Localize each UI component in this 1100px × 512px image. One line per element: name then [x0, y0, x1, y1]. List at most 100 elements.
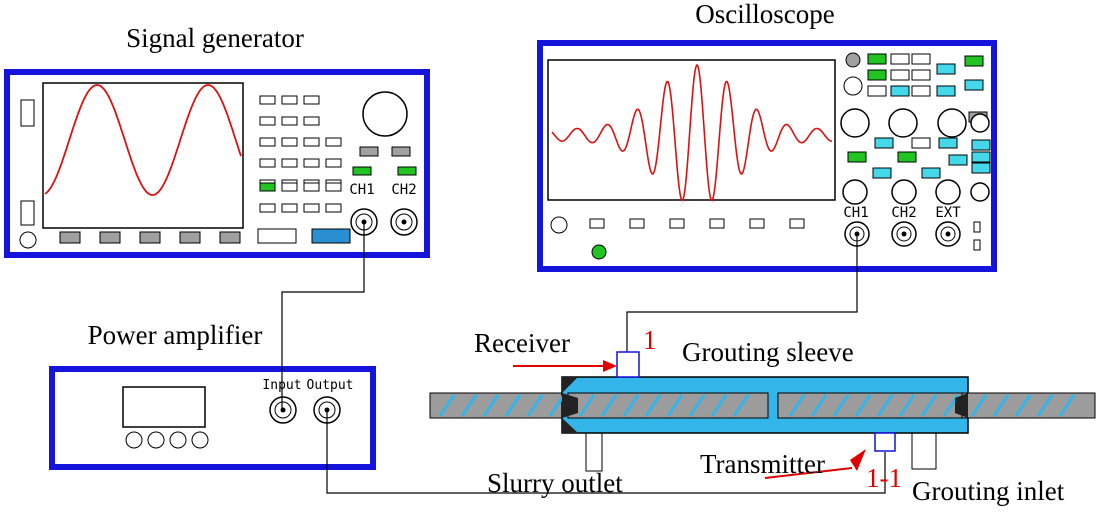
keypad-key[interactable] — [391, 146, 411, 157]
keypad-key[interactable] — [303, 158, 320, 168]
keypad-key[interactable] — [325, 158, 342, 168]
keypad-key[interactable] — [281, 203, 298, 213]
oscilloscope-key[interactable] — [874, 137, 894, 149]
keypad-key[interactable] — [303, 182, 320, 192]
keypad-key[interactable] — [325, 182, 342, 192]
oscilloscope-key[interactable] — [921, 167, 941, 179]
keypad-key[interactable] — [325, 203, 342, 213]
power-amplifier-button[interactable] — [147, 431, 165, 449]
rotary-knob-icon[interactable] — [840, 108, 870, 138]
power-amplifier-button[interactable] — [191, 431, 209, 449]
signal-generator-side-key[interactable] — [20, 200, 35, 226]
keypad-key[interactable] — [281, 116, 298, 126]
oscilloscope-soft-keys — [589, 218, 805, 229]
oscilloscope-key[interactable] — [936, 85, 956, 97]
oscilloscope-key[interactable] — [964, 55, 984, 67]
oscilloscope-key[interactable] — [867, 53, 887, 65]
oscilloscope-small-switch[interactable] — [973, 221, 981, 233]
oscilloscope-key[interactable] — [948, 154, 968, 166]
keypad-key[interactable] — [303, 95, 320, 105]
signal-generator: CH1 CH2 — [4, 69, 430, 258]
oscilloscope-key[interactable] — [867, 85, 887, 97]
receiver-label: Receiver — [474, 328, 570, 358]
rotary-knob-icon[interactable] — [888, 108, 918, 138]
oscilloscope-key[interactable] — [897, 151, 917, 163]
rebar-rib — [460, 394, 478, 417]
keypad-key[interactable] — [259, 137, 276, 147]
signal-generator-soft-key[interactable] — [99, 231, 121, 244]
keypad-key[interactable] — [281, 95, 298, 105]
keypad-key[interactable] — [359, 146, 379, 157]
oscilloscope-key[interactable] — [867, 69, 887, 81]
left-seal — [562, 393, 578, 418]
oscilloscope-key[interactable] — [890, 53, 910, 65]
oscilloscope-key[interactable] — [890, 85, 910, 97]
rotary-knob-icon[interactable] — [842, 179, 868, 205]
power-amplifier-button[interactable] — [169, 431, 187, 449]
section-mark-lower: 1-1 — [866, 463, 902, 493]
slurry-outlet-pipe — [585, 432, 603, 472]
signal-generator-side-key[interactable] — [20, 99, 35, 127]
left-seal-lower — [562, 418, 578, 433]
oscilloscope-key[interactable] — [971, 151, 991, 163]
oscilloscope-key[interactable] — [911, 69, 931, 81]
keypad-key[interactable] — [259, 182, 276, 192]
oscilloscope-key[interactable] — [890, 69, 910, 81]
ch2-output-button[interactable] — [397, 166, 417, 176]
oscilloscope-soft-key[interactable] — [789, 218, 805, 229]
keypad-key[interactable] — [259, 116, 276, 126]
oscilloscope-soft-key[interactable] — [669, 218, 685, 229]
signal-generator-power-button[interactable] — [19, 231, 37, 249]
oscilloscope-key[interactable] — [936, 63, 956, 75]
signal-generator-wide-key[interactable] — [311, 228, 351, 244]
oscilloscope-small-knob[interactable] — [843, 76, 863, 96]
signal-generator-soft-key[interactable] — [219, 231, 241, 244]
oscilloscope-soft-key[interactable] — [629, 218, 645, 229]
oscilloscope-soft-key[interactable] — [589, 218, 605, 229]
oscilloscope-small-switch[interactable] — [973, 239, 981, 251]
keypad-key[interactable] — [281, 158, 298, 168]
oscilloscope-key[interactable] — [938, 137, 958, 149]
keypad-key[interactable] — [259, 158, 276, 168]
ch1-output-button[interactable] — [352, 166, 372, 176]
rotary-knob-icon[interactable] — [891, 179, 917, 205]
keypad-key[interactable] — [259, 203, 276, 213]
keypad-key[interactable] — [281, 137, 298, 147]
keypad-key[interactable] — [303, 116, 320, 126]
oscilloscope-key[interactable] — [971, 162, 991, 174]
slurry-outlet-label: Slurry outlet — [487, 468, 623, 498]
rotary-knob-icon[interactable] — [362, 91, 408, 137]
bnc-connector-icon[interactable] — [390, 208, 418, 236]
oscilloscope-small-knob[interactable] — [845, 52, 861, 68]
oscilloscope-key[interactable] — [847, 151, 867, 163]
oscilloscope-key[interactable] — [911, 53, 931, 65]
bnc-connector-icon[interactable] — [935, 221, 961, 247]
oscilloscope-key[interactable] — [911, 85, 931, 97]
rotary-knob-icon[interactable] — [935, 179, 961, 205]
signal-generator-wide-key[interactable] — [257, 228, 297, 244]
bnc-connector-icon[interactable] — [269, 396, 297, 424]
oscilloscope: CH1 CH2 EXT — [537, 40, 997, 272]
keypad-key[interactable] — [281, 182, 298, 192]
oscilloscope-soft-key[interactable] — [749, 218, 765, 229]
signal-generator-soft-key[interactable] — [139, 231, 161, 244]
oscilloscope-power-button[interactable] — [550, 216, 568, 234]
oscilloscope-key[interactable] — [964, 79, 984, 91]
rotary-knob-icon[interactable] — [970, 113, 990, 133]
oscilloscope-key[interactable] — [971, 139, 991, 151]
keypad-key[interactable] — [259, 95, 276, 105]
signal-generator-soft-key[interactable] — [179, 231, 201, 244]
rotary-knob-icon[interactable] — [970, 182, 990, 202]
keypad-key[interactable] — [325, 137, 342, 147]
rebar-rib — [438, 394, 456, 417]
rotary-knob-icon[interactable] — [937, 108, 967, 138]
keypad-key[interactable] — [303, 203, 320, 213]
oscilloscope-key[interactable] — [872, 167, 892, 179]
oscilloscope-key[interactable] — [911, 137, 931, 149]
oscilloscope-soft-key[interactable] — [709, 218, 725, 229]
power-amplifier-button[interactable] — [125, 431, 143, 449]
keypad-key[interactable] — [303, 137, 320, 147]
bnc-connector-icon[interactable] — [891, 221, 917, 247]
signal-generator-soft-key[interactable] — [59, 231, 81, 244]
amplifier-to-transmitter-wire — [326, 410, 886, 494]
